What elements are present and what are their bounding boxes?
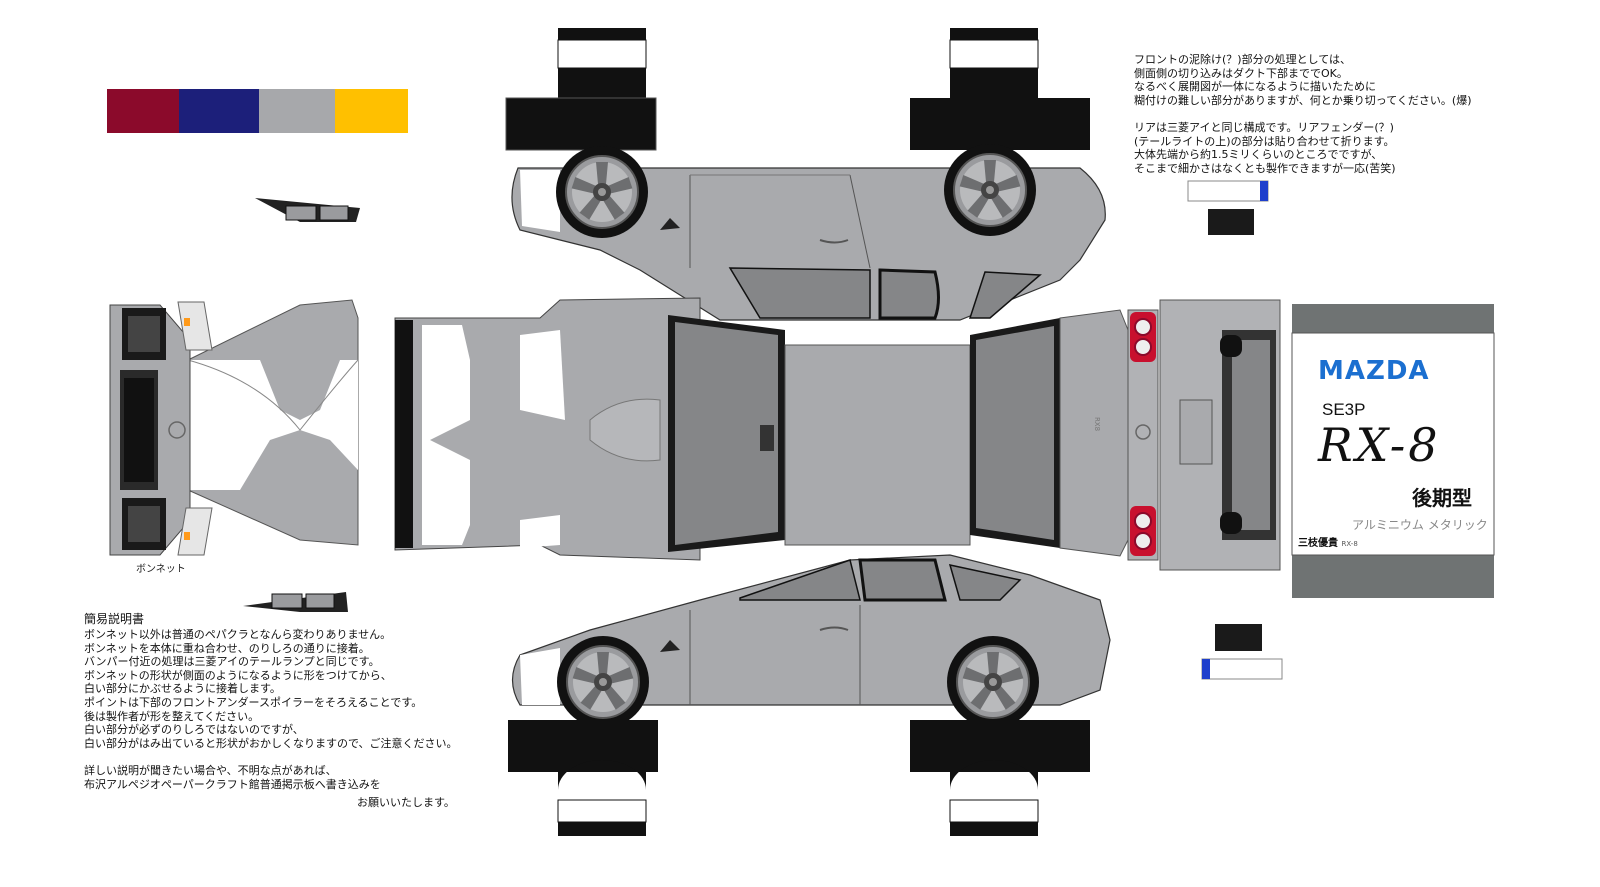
- color-swatch-red: [107, 89, 179, 133]
- author-name: 三枝優貴: [1298, 538, 1338, 549]
- tire-tab-bottom-left: [508, 720, 658, 836]
- rear-plate-badge: RX8: [1093, 416, 1102, 432]
- tail-light-bottom: [1130, 506, 1156, 556]
- mirror-tab-top: [1187, 180, 1269, 235]
- manual-title: 簡易説明書: [84, 612, 145, 626]
- author-sub: RX-8: [1341, 540, 1358, 548]
- mirror-tab-bottom: [1201, 624, 1283, 680]
- generation-label: 後期型: [1412, 486, 1472, 510]
- tail-light-top: [1130, 312, 1156, 362]
- tire-tab-bottom-right: [910, 720, 1090, 836]
- bonnet-label: ボンネット: [136, 564, 186, 575]
- notes-bottom: ボンネット以外は普通のペパクラとなんら変わりありません。 ボンネットを本体に重ね…: [84, 628, 458, 791]
- model-code: SE3P: [1322, 400, 1366, 419]
- mazda-logo: MAZDA: [1318, 356, 1430, 386]
- model-name: RX-8: [1318, 418, 1441, 472]
- mirror-bottom: [243, 592, 348, 612]
- notes-bottom-end: お願いいたします。: [357, 796, 455, 809]
- tire-tab-top-left: [505, 28, 657, 151]
- color-swatch-yellow: [335, 89, 408, 133]
- color-swatch-silver: [259, 89, 335, 133]
- color-swatch-navy: [179, 89, 259, 133]
- mirror-top: [255, 198, 360, 222]
- color-name: アルミニウム メタリック: [1352, 518, 1488, 532]
- author-signature: 三枝優貴 RX-8: [1298, 534, 1358, 549]
- side-panel-top: [505, 28, 1106, 321]
- roof-panel: [394, 297, 1281, 571]
- side-panel-bottom: [508, 554, 1111, 836]
- title-card: [1291, 304, 1495, 598]
- tire-tab-top-right: [910, 28, 1090, 150]
- notes-top: フロントの泥除け(？)部分の処理としては、 側面側の切り込みはダクト下部まででO…: [1134, 53, 1472, 175]
- bonnet-panel: [109, 299, 359, 556]
